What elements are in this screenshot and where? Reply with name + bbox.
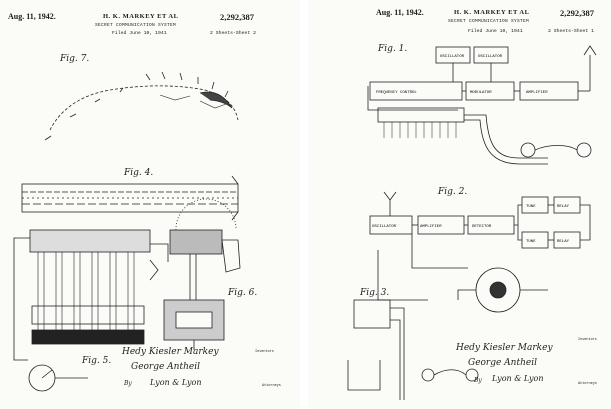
sheet-number: 2 Sheets-Sheet 1 bbox=[548, 29, 595, 34]
filed-date: Filed June 10, 1941 bbox=[112, 31, 167, 36]
oscillator-box-1: OSCILLATOR bbox=[440, 55, 465, 59]
by-label: By bbox=[124, 380, 132, 387]
modulator-box: MODULATOR bbox=[470, 91, 492, 95]
attorney-signature: Lyon & Lyon bbox=[150, 378, 202, 387]
signature-markey: Hedy Kiesler Markey bbox=[122, 347, 219, 357]
fig2-tune-box: TUNE bbox=[526, 205, 536, 209]
by-label: By bbox=[474, 377, 482, 384]
frequency-control-box: FREQUENCY CONTROL bbox=[376, 91, 417, 95]
inventors-header: H. K. MARKEY ET AL bbox=[103, 13, 179, 20]
fig2-amplifier-box: AMPLIFIER bbox=[420, 225, 442, 229]
patent-sheet-1: Aug. 11, 1942. H. K. MARKEY ET AL 2,292,… bbox=[308, 0, 611, 409]
amplifier-box: AMPLIFIER bbox=[526, 91, 548, 95]
patent-date: Aug. 11, 1942. bbox=[8, 12, 56, 21]
inventors-header: H. K. MARKEY ET AL bbox=[454, 9, 530, 16]
figure-6-label: Fig. 6. bbox=[228, 288, 258, 298]
fig2-detector-box: DETECTOR bbox=[472, 225, 492, 229]
inventors-caption: Inventors bbox=[578, 338, 597, 342]
figure-1-label: Fig. 1. bbox=[378, 44, 408, 54]
patent-title: SECRET COMMUNICATION SYSTEM bbox=[448, 19, 530, 24]
patent-sheet-2: Aug. 11, 1942. H. K. MARKEY ET AL 2,292,… bbox=[0, 0, 300, 409]
figure-5-label: Fig. 5. bbox=[82, 356, 112, 366]
fig2-tune-box-2: TUNE bbox=[526, 240, 536, 244]
figure-7-label: Fig. 7. bbox=[60, 54, 90, 64]
left-sheet-drawings bbox=[13, 71, 241, 392]
fig2-relay-box-1: RELAY bbox=[557, 205, 570, 209]
signature-markey: Hedy Kiesler Markey bbox=[456, 343, 553, 353]
patent-number: 2,292,387 bbox=[560, 8, 594, 18]
signature-antheil: George Antheil bbox=[468, 358, 537, 368]
attorney-signature: Lyon & Lyon bbox=[492, 374, 544, 383]
filed-date: Filed June 10, 1941 bbox=[468, 29, 523, 34]
attorneys-caption: Attorneys bbox=[578, 382, 597, 386]
patent-date: Aug. 11, 1942. bbox=[376, 8, 424, 17]
signature-antheil: George Antheil bbox=[131, 362, 200, 372]
fig2-oscillator-box: OSCILLATOR bbox=[372, 225, 397, 229]
sheet-number: 2 Sheets-Sheet 2 bbox=[210, 31, 257, 36]
attorneys-caption: Attorneys bbox=[262, 384, 281, 388]
figure-4-label: Fig. 4. bbox=[124, 168, 154, 178]
right-sheet-drawings: OSCILLATOR OSCILLATOR FREQUENCY CONTROL … bbox=[347, 45, 597, 400]
fig2-relay-box-2: RELAY bbox=[557, 240, 570, 244]
figure-2-label: Fig. 2. bbox=[438, 187, 468, 197]
patent-number: 2,292,387 bbox=[220, 12, 254, 22]
inventors-caption: Inventors bbox=[255, 350, 274, 354]
patent-title: SECRET COMMUNICATION SYSTEM bbox=[95, 23, 177, 28]
figure-3-label: Fig. 3. bbox=[360, 288, 390, 298]
oscillator-box-2: OSCILLATOR bbox=[478, 55, 503, 59]
